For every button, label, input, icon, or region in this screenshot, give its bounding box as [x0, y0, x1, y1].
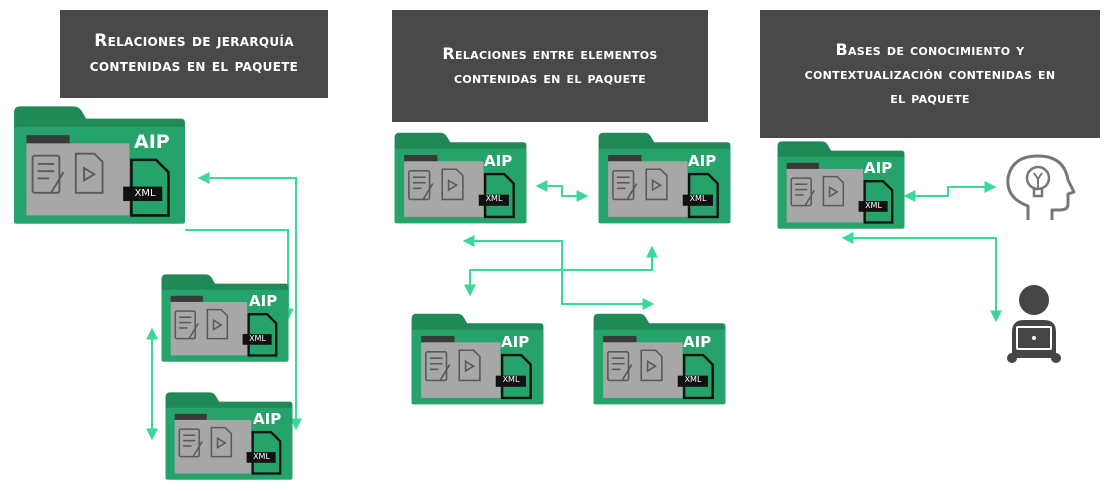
- connector-line: [464, 245, 658, 297]
- panel-title-line: Bases de conocimiento y: [835, 40, 1025, 59]
- video-file-icon: [640, 349, 663, 382]
- head-lightbulb-icon: [1006, 154, 1076, 220]
- aip-badge: AIP: [501, 333, 530, 351]
- panel-title-line: contenidas en el paquete: [453, 68, 647, 87]
- document-edit-icon: [612, 170, 638, 201]
- folder-icon: [14, 106, 185, 224]
- xml-file-label: XML: [249, 334, 266, 343]
- document-edit-icon: [607, 351, 633, 382]
- panel-title-line: el paquete: [890, 88, 970, 107]
- aip-badge: AIP: [864, 159, 893, 177]
- video-file-icon: [206, 308, 229, 340]
- xml-file-icon: [863, 180, 894, 224]
- xml-file-icon: [130, 158, 170, 217]
- aip-badge: AIP: [134, 131, 170, 153]
- document-edit-icon: [790, 177, 815, 207]
- panel-header-element-relations: Relaciones entre elementos contenidas en…: [392, 10, 708, 122]
- xml-file-label: XML: [253, 452, 270, 461]
- connector-line: [535, 180, 589, 202]
- connector-line: [462, 235, 655, 310]
- folder-icon: [593, 313, 726, 405]
- aip-badge: AIP: [253, 410, 282, 428]
- panel-header-hierarchy: Relaciones de jerarquía contenidas en el…: [60, 10, 328, 98]
- document-edit-icon: [408, 170, 434, 201]
- user-laptop-icon: [1007, 285, 1061, 363]
- connector-line: [197, 172, 302, 431]
- panel-title-line: contenidas en el paquete: [89, 56, 299, 76]
- connector-line: [903, 181, 997, 202]
- xml-file-label: XML: [689, 194, 707, 203]
- aip-badge: AIP: [683, 333, 712, 351]
- aip-folder-child-1: AIP XML: [160, 266, 290, 370]
- panel-header-knowledge-bases: Bases de conocimiento y contextualizació…: [760, 10, 1100, 138]
- xml-file-label: XML: [502, 375, 520, 384]
- xml-file-icon: [247, 313, 278, 357]
- xml-file-label: XML: [684, 375, 702, 384]
- folder-icon: [777, 141, 905, 229]
- aip-folder-element-1: AIP XML: [393, 126, 528, 230]
- aip-folder-knowledge: AIP XML: [776, 132, 906, 238]
- aip-folder-element-2: AIP XML: [597, 126, 732, 230]
- video-file-icon: [822, 175, 845, 207]
- video-file-icon: [441, 168, 464, 201]
- xml-file-icon: [687, 172, 719, 219]
- xml-file-icon: [500, 353, 532, 400]
- xml-file-icon: [483, 172, 515, 219]
- connector-line: [841, 232, 1002, 323]
- video-file-icon: [645, 168, 668, 201]
- folder-icon: [411, 313, 544, 405]
- document-edit-icon: [174, 310, 199, 340]
- xml-file-label: XML: [865, 201, 882, 210]
- document-edit-icon: [178, 428, 203, 458]
- video-file-icon: [210, 426, 233, 458]
- aip-folder-element-4: AIP XML: [592, 306, 727, 412]
- folder-icon: [394, 132, 527, 224]
- document-edit-icon: [425, 351, 451, 382]
- aip-badge: AIP: [249, 292, 278, 310]
- xml-file-icon: [682, 353, 714, 400]
- aip-badge: AIP: [688, 152, 717, 170]
- aip-folder-element-3: AIP XML: [410, 306, 545, 412]
- folder-icon: [598, 132, 731, 224]
- aip-folder-root: AIP XML: [12, 96, 187, 234]
- xml-file-label: XML: [134, 188, 156, 199]
- folder-icon: [165, 392, 293, 480]
- video-file-icon: [458, 349, 481, 382]
- aip-folder-child-2: AIP XML: [164, 384, 294, 488]
- video-file-icon: [74, 152, 104, 194]
- aip-badge: AIP: [484, 152, 513, 170]
- folder-icon: [161, 274, 289, 362]
- panel-title-line: Relaciones de jerarquía: [94, 30, 294, 51]
- document-edit-icon: [31, 154, 65, 194]
- xml-file-icon: [251, 431, 282, 475]
- xml-file-label: XML: [485, 194, 503, 203]
- panel-title-line: contextualización contenidas en: [804, 64, 1056, 83]
- panel-title-line: Relaciones entre elementos: [442, 44, 658, 63]
